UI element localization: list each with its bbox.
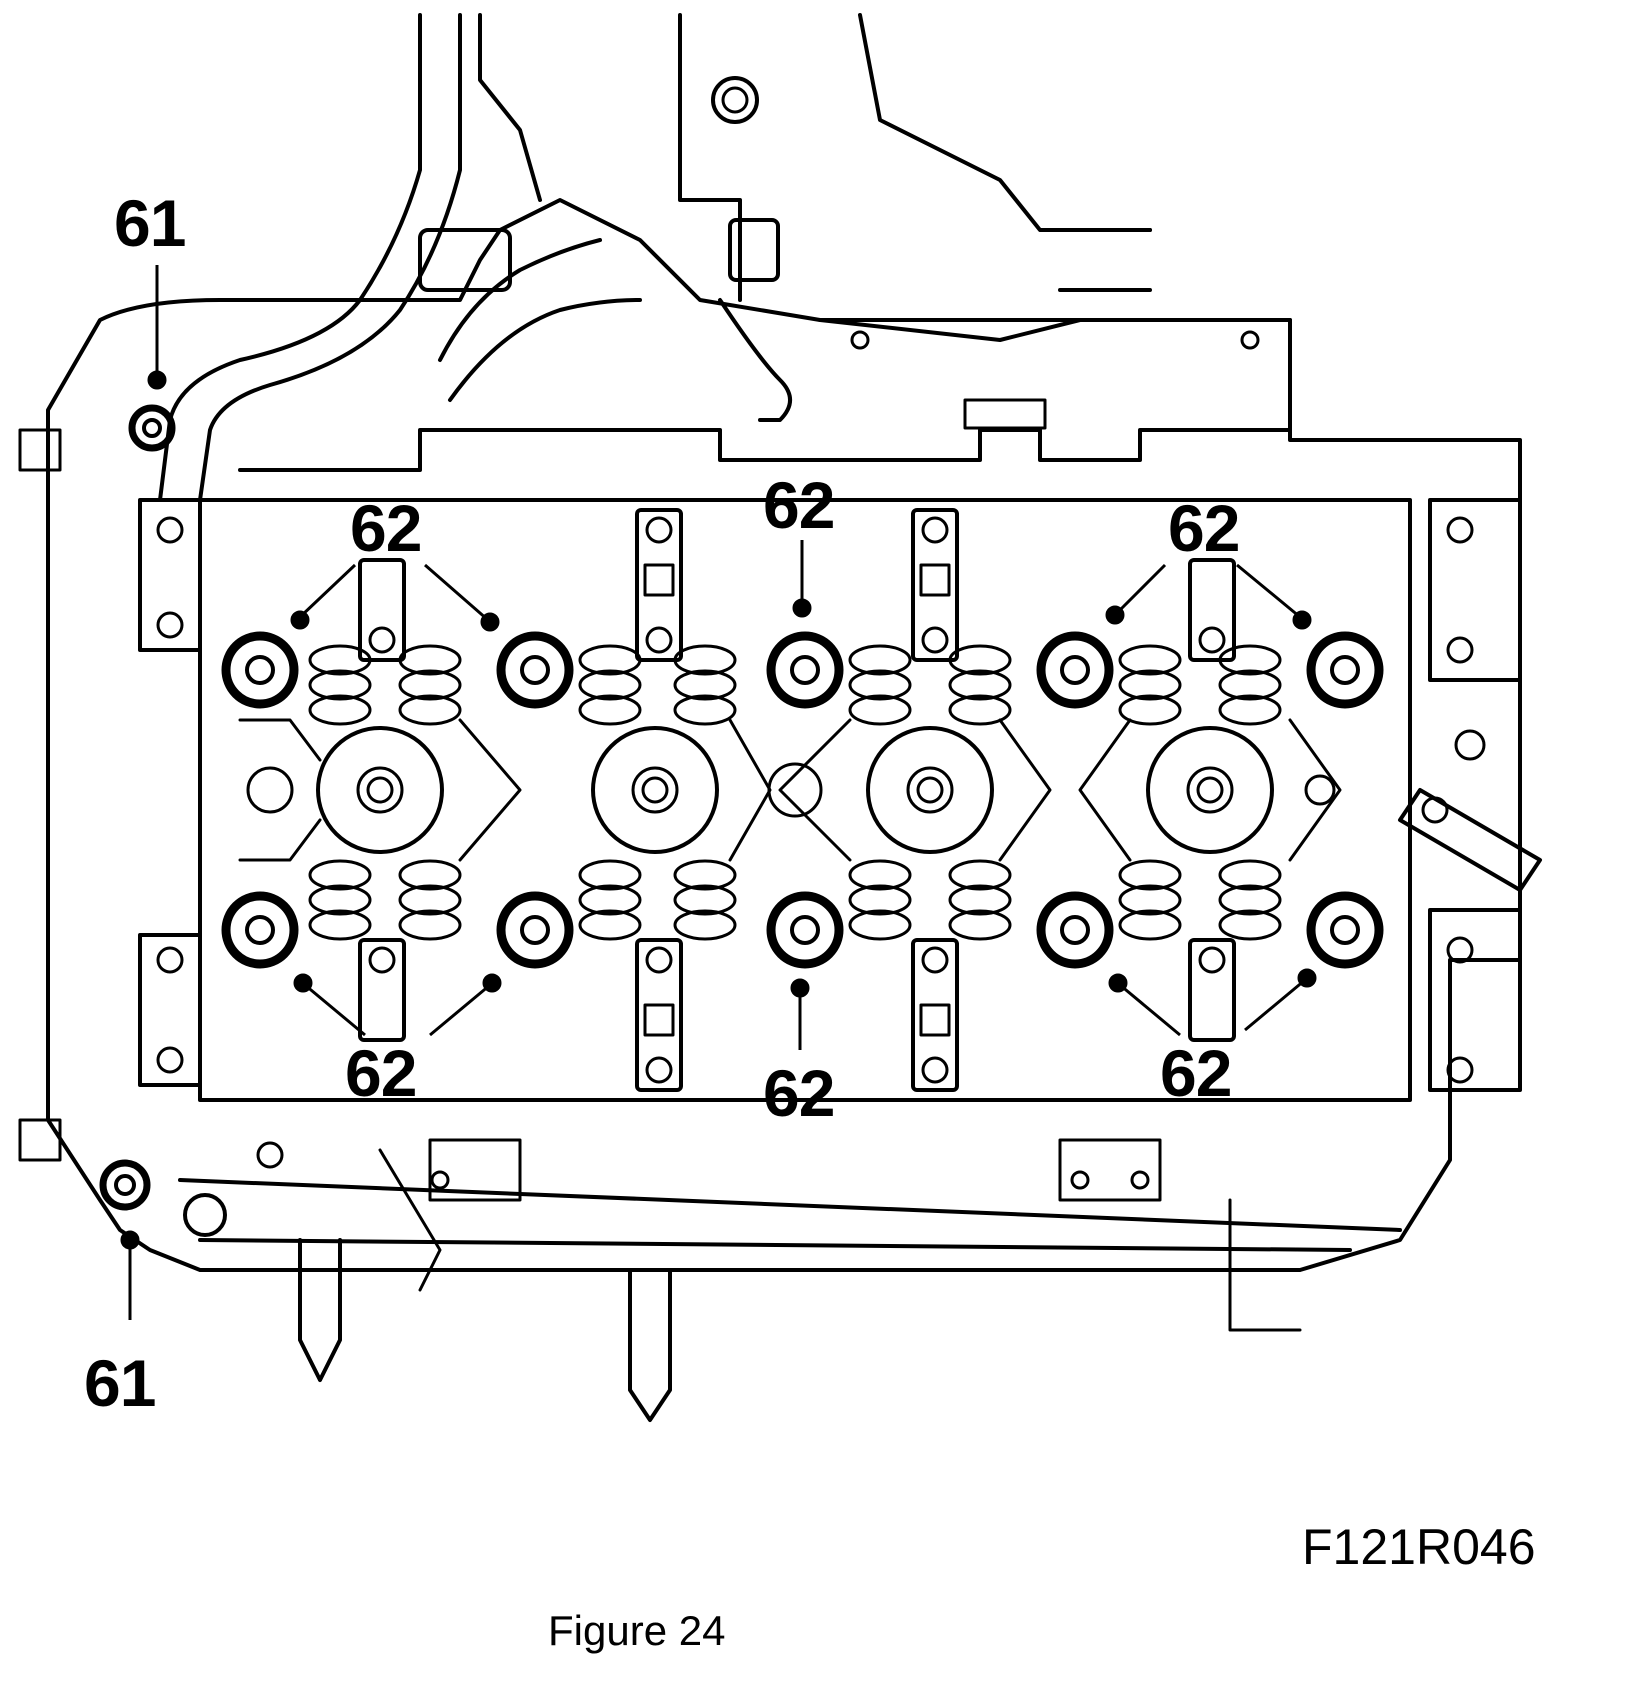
intake-hoses xyxy=(158,13,1152,502)
figure-caption: Figure 24 xyxy=(548,1607,726,1654)
callout-62-top-center: 62 xyxy=(763,468,835,542)
lower-manifold xyxy=(178,1138,1402,1422)
spark-plug-wells xyxy=(238,718,1342,862)
callout-62-bottom-right: 62 xyxy=(1160,1036,1232,1110)
callout-62-top-left: 62 xyxy=(350,491,422,565)
head-bolts-top-row xyxy=(221,631,1384,709)
callout-62-bottom-center: 62 xyxy=(763,1056,835,1130)
valve-springs-top xyxy=(308,644,1282,726)
corner-bolt-top xyxy=(128,404,176,452)
callout-62-top-right: 62 xyxy=(1168,491,1240,565)
cam-rail xyxy=(138,498,1522,1102)
callout-61-bottom: 61 xyxy=(84,1346,156,1420)
upper-manifold-plate xyxy=(238,318,1292,472)
camshaft-bearing-caps xyxy=(358,508,1236,1092)
leader-lines xyxy=(120,265,1317,1320)
valve-springs-bottom xyxy=(308,859,1282,941)
figure-reference-code: F121R046 xyxy=(1302,1519,1536,1575)
callout-62-bottom-left: 62 xyxy=(345,1036,417,1110)
head-bolts-bottom-row xyxy=(221,891,1384,969)
head-outline xyxy=(18,198,1522,1272)
callout-61-top: 61 xyxy=(114,186,186,260)
corner-bolt-bottom xyxy=(99,1159,151,1211)
right-side-sensor xyxy=(1398,729,1542,892)
